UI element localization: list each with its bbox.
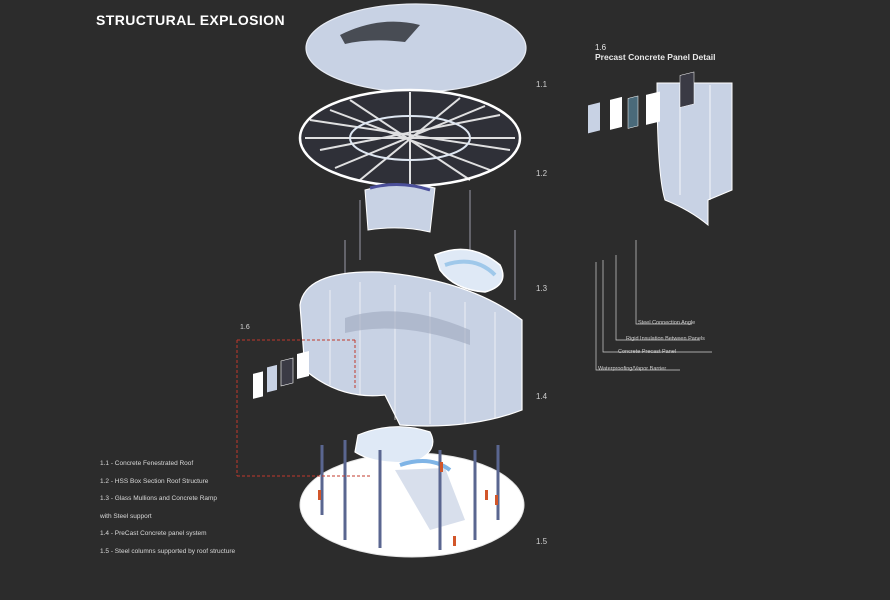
detail-layer-stack bbox=[588, 71, 695, 134]
glass-mullions bbox=[364, 183, 436, 233]
roof-structure-grid bbox=[298, 88, 522, 188]
legend-item: 1.3 - Glass Mullions and Concrete Ramp bbox=[100, 495, 218, 502]
concrete-ramp bbox=[434, 248, 504, 293]
detail-number: 1.6 bbox=[595, 43, 607, 52]
legend-item: 1.5 - Steel columns supported by roof st… bbox=[100, 548, 236, 555]
legend-item: 1.1 - Concrete Fenestrated Roof bbox=[100, 460, 194, 467]
detail-marker: 1.6 bbox=[240, 324, 250, 331]
human-figures bbox=[318, 462, 498, 546]
base-disc bbox=[299, 426, 525, 558]
level-label-1-5: 1.5 bbox=[536, 537, 548, 546]
detail-annotation: Rigid Insulation Between Panels bbox=[626, 336, 705, 342]
detail-annotation: Waterproofing/Vapor Barrier bbox=[598, 366, 667, 372]
level-label-1-2: 1.2 bbox=[536, 169, 548, 178]
legend-item: 1.2 - HSS Box Section Roof Structure bbox=[100, 478, 209, 485]
detail-title: Precast Concrete Panel Detail bbox=[595, 52, 716, 62]
legend-item: with Steel support bbox=[100, 513, 152, 520]
page-title: STRUCTURAL EXPLOSION bbox=[96, 12, 285, 28]
detail-leaders bbox=[595, 240, 712, 371]
detail-annotation: Concrete Precast Panel bbox=[618, 349, 677, 355]
panel-stack-small bbox=[253, 350, 309, 399]
level-label-1-1: 1.1 bbox=[536, 80, 548, 89]
steel-columns bbox=[320, 440, 500, 550]
level-label-1-4: 1.4 bbox=[536, 392, 548, 401]
precast-panel-ring bbox=[299, 271, 523, 427]
precast-panel-detail bbox=[656, 82, 733, 227]
level-label-1-3: 1.3 bbox=[536, 284, 548, 293]
roof-disc bbox=[305, 3, 527, 93]
detail-leader bbox=[236, 339, 370, 477]
detail-annotation: Steel Connection Angle bbox=[638, 320, 696, 326]
legend-item: 1.4 - PreCast Concrete panel system bbox=[100, 530, 207, 537]
